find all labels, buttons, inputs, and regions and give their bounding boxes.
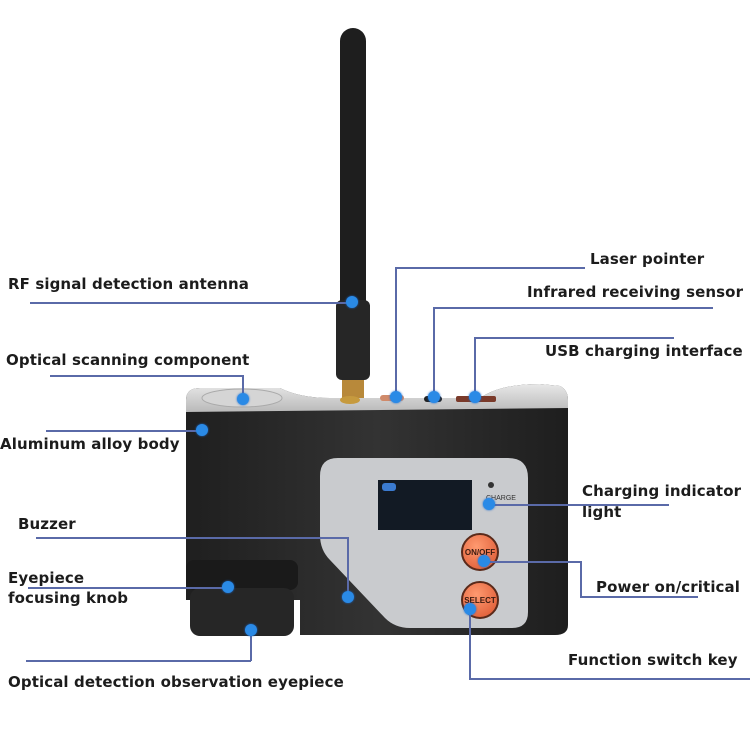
leader-line	[580, 596, 698, 598]
leader-line	[469, 609, 471, 679]
label-function-key: Function switch key	[568, 651, 738, 669]
label-eyepiece-knob-2: focusing knob	[8, 589, 129, 607]
marker-dot	[346, 296, 358, 308]
marker-dot	[342, 591, 354, 603]
label-rf-antenna: RF signal detection antenna	[8, 275, 249, 293]
marker-dot	[483, 498, 495, 510]
marker-dot	[464, 603, 476, 615]
marker-dot	[237, 393, 249, 405]
leader-line	[28, 587, 228, 589]
leader-line	[395, 267, 585, 269]
marker-dot	[245, 624, 257, 636]
leader-line	[489, 504, 669, 506]
label-charging-light-2: light	[582, 503, 622, 521]
leader-line	[433, 307, 435, 397]
leader-line	[469, 678, 750, 680]
svg-text:ON/OFF: ON/OFF	[465, 548, 495, 557]
label-eyepiece: Optical detection observation eyepiece	[8, 673, 344, 691]
leader-line	[26, 660, 251, 662]
leader-line	[474, 337, 476, 397]
marker-dot	[428, 391, 440, 403]
leader-line	[242, 375, 244, 399]
label-laser-pointer: Laser pointer	[590, 250, 705, 268]
leader-line	[46, 430, 202, 432]
label-optical-scanning: Optical scanning component	[6, 351, 250, 369]
label-buzzer: Buzzer	[18, 515, 76, 533]
marker-dot	[222, 581, 234, 593]
label-power: Power on/critical	[596, 578, 741, 596]
leader-line	[580, 561, 582, 596]
leader-line	[347, 537, 349, 597]
label-eyepiece-knob-1: Eyepiece	[8, 569, 85, 587]
antenna	[336, 28, 370, 398]
marker-dot	[196, 424, 208, 436]
leader-line	[395, 267, 397, 397]
leader-line	[50, 375, 243, 377]
leader-line	[433, 307, 713, 309]
marker-dot	[469, 391, 481, 403]
charge-text: CHARGE	[486, 495, 516, 502]
marker-dot	[478, 555, 490, 567]
leader-line	[474, 337, 674, 339]
svg-text:SELECT: SELECT	[464, 596, 496, 605]
label-ir-sensor: Infrared receiving sensor	[527, 283, 744, 301]
label-charging-light-1: Charging indicator	[582, 482, 742, 500]
leader-line	[30, 302, 352, 304]
leader-line	[36, 537, 348, 539]
label-aluminum-body: Aluminum alloy body	[0, 435, 180, 453]
marker-dot	[390, 391, 402, 403]
leader-line	[250, 630, 252, 661]
label-usb-charging: USB charging interface	[545, 342, 743, 360]
leader-line	[484, 561, 581, 563]
